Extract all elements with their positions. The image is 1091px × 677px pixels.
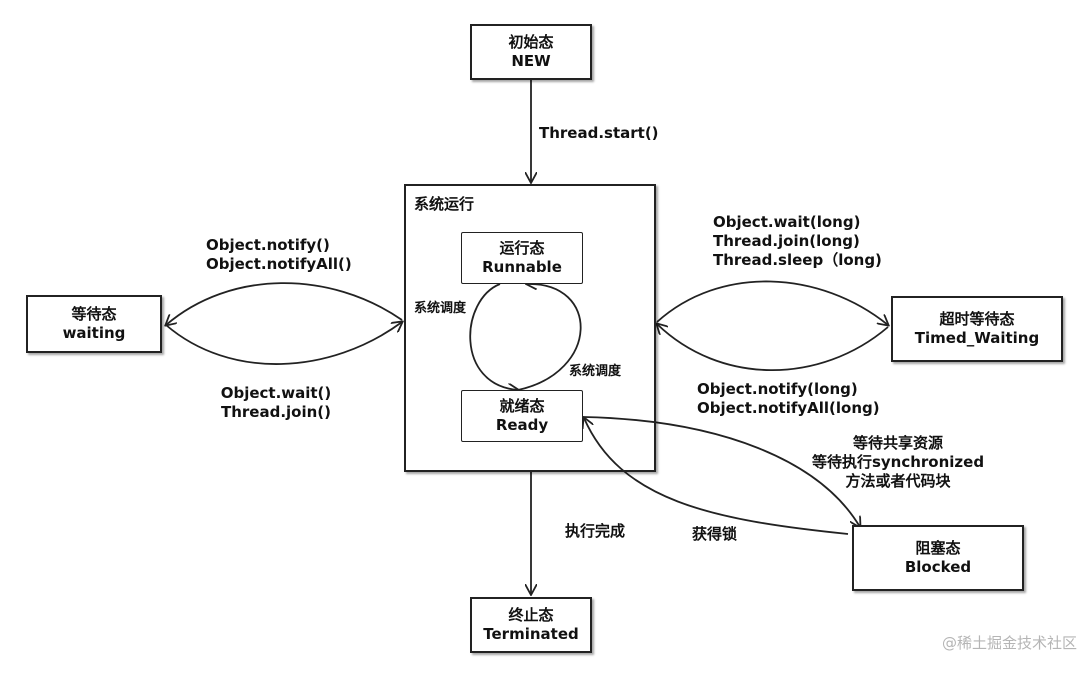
node-timed-waiting-en: Timed_Waiting (914, 329, 1040, 347)
node-timed-waiting-zh: 超时等待态 (939, 310, 1015, 328)
node-waiting: 等待态 waiting (26, 295, 162, 353)
label-from-timed-0: Object.notify(long) (697, 380, 858, 398)
edge-schedule-down (469, 283, 518, 390)
label-from-timed: Object.notify(long) Object.notifyAll(lon… (697, 380, 880, 418)
node-runnable-zh: 运行态 (499, 239, 545, 257)
node-ready-zh: 就绪态 (499, 397, 545, 415)
label-from-waiting-0: Object.notify() (206, 236, 330, 254)
label-to-blocked-0: 等待共享资源 (852, 434, 943, 452)
node-terminated-en: Terminated (483, 625, 579, 643)
label-to-waiting-1: Thread.join() (220, 403, 332, 421)
edge-to-blocked (583, 416, 860, 527)
node-new-zh: 初始态 (508, 33, 554, 51)
label-to-timed-0: Object.wait(long) (713, 213, 861, 231)
watermark: @稀土掘金技术社区 (941, 634, 1077, 652)
label-from-waiting: Object.notify() Object.notifyAll() (206, 236, 352, 274)
edge-from-blocked (584, 418, 849, 535)
node-terminated-zh: 终止态 (508, 606, 554, 624)
node-waiting-zh: 等待态 (71, 305, 117, 323)
label-from-timed-1: Object.notifyAll(long) (697, 399, 880, 417)
node-ready: 就绪态 Ready (461, 390, 583, 442)
node-timed-waiting: 超时等待态 Timed_Waiting (891, 296, 1063, 362)
node-ready-en: Ready (495, 416, 549, 434)
node-terminated: 终止态 Terminated (470, 597, 592, 653)
label-finish: 执行完成 (565, 522, 626, 540)
node-runnable: 运行态 Runnable (461, 232, 583, 284)
label-thread-start: Thread.start() (539, 124, 659, 142)
node-runnable-en: Runnable (482, 258, 562, 276)
label-to-blocked: 等待共享资源 等待执行synchronized 方法或者代码块 (808, 434, 988, 491)
edge-from-waiting (165, 322, 402, 365)
system-running-group: 系统运行 (404, 184, 656, 472)
label-schedule-left: 系统调度 (414, 301, 467, 316)
label-schedule-right: 系统调度 (569, 364, 622, 379)
node-blocked-en: Blocked (904, 558, 972, 576)
label-to-timed-2: Thread.sleep（long) (713, 251, 882, 269)
group-label: 系统运行 (414, 195, 475, 213)
node-blocked-zh: 阻塞态 (915, 539, 961, 557)
edge-from-timed (657, 324, 889, 371)
label-from-blocked: 获得锁 (692, 525, 738, 543)
edge-to-waiting (166, 282, 403, 325)
node-new: 初始态 NEW (470, 24, 592, 80)
edge-to-timed (656, 280, 888, 325)
label-to-timed: Object.wait(long) Thread.join(long) Thre… (713, 213, 882, 270)
label-to-timed-1: Thread.join(long) (713, 232, 860, 250)
node-blocked: 阻塞态 Blocked (852, 525, 1024, 591)
label-from-waiting-1: Object.notifyAll() (206, 255, 352, 273)
label-to-blocked-1: 等待执行synchronized (811, 453, 985, 471)
node-new-en: NEW (511, 52, 551, 70)
label-to-blocked-2: 方法或者代码块 (845, 472, 951, 490)
node-waiting-en: waiting (62, 324, 126, 342)
label-to-waiting: Object.wait() Thread.join() (212, 384, 340, 422)
edge-schedule-up (517, 284, 582, 391)
label-to-waiting-0: Object.wait() (220, 384, 332, 402)
